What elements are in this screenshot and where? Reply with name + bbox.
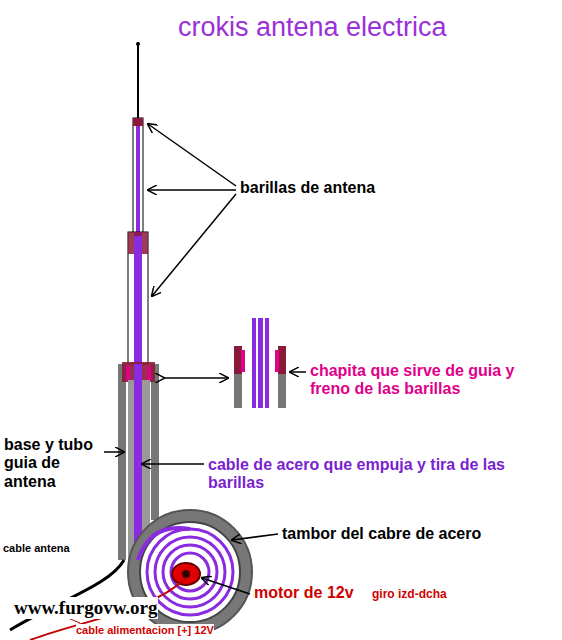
part-label: motor de 12v (254, 584, 354, 602)
watermark: www.furgovw.org (14, 597, 158, 619)
part-label: tambor del cabre de acero (282, 525, 481, 543)
part-label: chapita que sirve de guia y freno de las… (310, 362, 525, 399)
part-label: base y tubo guia de antena (4, 436, 104, 491)
part-label: cable alimentacion [+] 12V (76, 624, 214, 637)
part-label: cable de acero que empuja y tira de las … (208, 456, 528, 493)
part-label: barillas de antena (240, 179, 375, 197)
diagram-title: crokis antena electrica (178, 12, 447, 43)
part-note: giro izd-dcha (372, 588, 447, 602)
part-label: cable antena (3, 542, 70, 555)
